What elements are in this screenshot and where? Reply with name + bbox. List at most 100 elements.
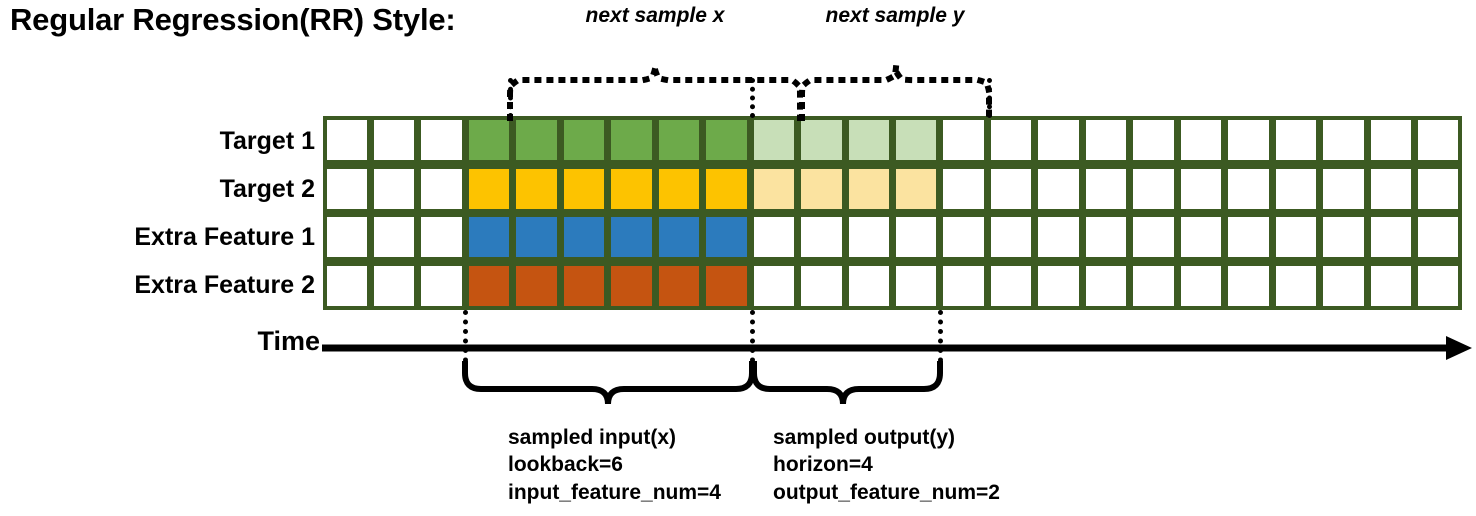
- grid-cell-blank: [848, 217, 889, 257]
- grid-cell-blank: [326, 168, 367, 209]
- grid-cell-blank: [1418, 217, 1459, 257]
- grid-cell-blank: [1038, 265, 1079, 306]
- caption-next-sample-x: next sample x: [585, 4, 725, 27]
- grid-cell-blank: [1370, 168, 1412, 209]
- grid-cell-blank: [373, 265, 415, 306]
- grid-cell-blank: [801, 265, 842, 306]
- grid-cell-blank: [1418, 168, 1459, 209]
- grid-cell-blank: [421, 265, 462, 306]
- grid-cell-input: [611, 120, 652, 160]
- grid-cell-input: [468, 265, 510, 306]
- grid-cell-blank: [943, 217, 984, 257]
- grid-cell-output: [801, 120, 842, 160]
- grid-cell-blank: [1370, 217, 1412, 257]
- row-label-column: Target 1 Target 2 Extra Feature 1 Extra …: [8, 116, 315, 310]
- grid-cell-blank: [1228, 168, 1269, 209]
- dotted-divider-input-start: [463, 310, 468, 372]
- grid-cell-input: [468, 217, 510, 257]
- grid-cell-blank: [1133, 265, 1174, 306]
- sampled-input-line1: sampled input(x): [508, 426, 677, 449]
- grid-cell-blank: [848, 265, 889, 306]
- grid-cell-blank: [1180, 120, 1222, 160]
- grid-cell-blank: [990, 217, 1032, 257]
- grid-cell-blank: [421, 120, 462, 160]
- grid-cell-input: [658, 168, 700, 209]
- grid-cell-output: [896, 168, 937, 209]
- sampled-input-line2: lookback=6: [508, 453, 623, 477]
- grid-cell-input: [563, 217, 605, 257]
- timeline-row-extra-feature-1: [323, 213, 1462, 262]
- dotted-leg-xy-mid: [750, 78, 755, 118]
- grid-cell-blank: [896, 265, 937, 306]
- grid-cell-blank: [1038, 120, 1079, 160]
- grid-cell-blank: [1180, 265, 1222, 306]
- grid-cell-blank: [1418, 120, 1459, 160]
- grid-cell-blank: [1180, 217, 1222, 257]
- grid-cell-output: [896, 120, 937, 160]
- grid-cell-blank: [990, 265, 1032, 306]
- timeline-grid: [323, 116, 1462, 310]
- grid-cell-input: [658, 120, 700, 160]
- grid-cell-blank: [1228, 120, 1269, 160]
- grid-cell-blank: [421, 217, 462, 257]
- grid-cell-output: [753, 168, 795, 209]
- grid-cell-blank: [990, 120, 1032, 160]
- grid-cell-input: [706, 217, 747, 257]
- grid-cell-blank: [1323, 217, 1364, 257]
- time-axis-label: Time: [257, 326, 320, 356]
- sampled-input-line3: input_feature_num=4: [508, 480, 721, 504]
- grid-cell-input: [468, 168, 510, 209]
- grid-cell-output: [848, 168, 889, 209]
- grid-cell-input: [516, 217, 557, 257]
- time-axis-arrow: [322, 336, 1472, 360]
- grid-cell-blank: [326, 120, 367, 160]
- sampled-output-line2: horizon=4: [773, 453, 873, 477]
- grid-cell-blank: [1085, 265, 1127, 306]
- grid-cell-output: [753, 120, 795, 160]
- grid-cell-blank: [1418, 265, 1459, 306]
- dotted-leg-y-right: [987, 78, 992, 118]
- grid-cell-input: [611, 168, 652, 209]
- grid-cell-blank: [1370, 120, 1412, 160]
- sampled-output-line3: output_feature_num=2: [773, 480, 1000, 504]
- grid-cell-input: [563, 168, 605, 209]
- grid-cell-input: [706, 120, 747, 160]
- row-label-extra-feature-1: Extra Feature 1: [134, 223, 315, 251]
- caption-next-sample-y: next sample y: [825, 4, 965, 27]
- grid-cell-blank: [1133, 120, 1174, 160]
- grid-cell-blank: [943, 265, 984, 306]
- grid-cell-blank: [990, 168, 1032, 209]
- dotted-divider-output-end: [938, 310, 943, 372]
- grid-cell-blank: [896, 217, 937, 257]
- grid-cell-input: [516, 120, 557, 160]
- grid-cell-blank: [1275, 168, 1317, 209]
- row-label-target-1: Target 1: [219, 127, 315, 155]
- grid-cell-blank: [1370, 265, 1412, 306]
- grid-cell-blank: [326, 265, 367, 306]
- row-label-target-2: Target 2: [219, 175, 315, 203]
- timeline-row-extra-feature-2: [323, 262, 1462, 311]
- grid-cell-blank: [373, 168, 415, 209]
- grid-cell-input: [563, 120, 605, 160]
- grid-cell-blank: [373, 120, 415, 160]
- grid-cell-blank: [753, 217, 795, 257]
- grid-cell-input: [516, 265, 557, 306]
- grid-cell-blank: [326, 217, 367, 257]
- grid-cell-blank: [943, 168, 984, 209]
- grid-cell-blank: [1228, 217, 1269, 257]
- grid-cell-input: [658, 265, 700, 306]
- caption-sampled-input: sampled input(x) lookback=6 input_featur…: [508, 424, 721, 506]
- timeline-row-target-1: [323, 116, 1462, 165]
- timeline-row-target-2: [323, 165, 1462, 214]
- sampled-output-line1: sampled output(y): [773, 426, 955, 449]
- grid-cell-blank: [1038, 168, 1079, 209]
- grid-cell-blank: [1275, 120, 1317, 160]
- row-label-extra-feature-2: Extra Feature 2: [134, 271, 315, 299]
- grid-cell-blank: [1323, 120, 1364, 160]
- grid-cell-blank: [753, 265, 795, 306]
- grid-cell-input: [611, 265, 652, 306]
- grid-cell-blank: [1085, 120, 1127, 160]
- grid-cell-blank: [1323, 168, 1364, 209]
- grid-cell-blank: [373, 217, 415, 257]
